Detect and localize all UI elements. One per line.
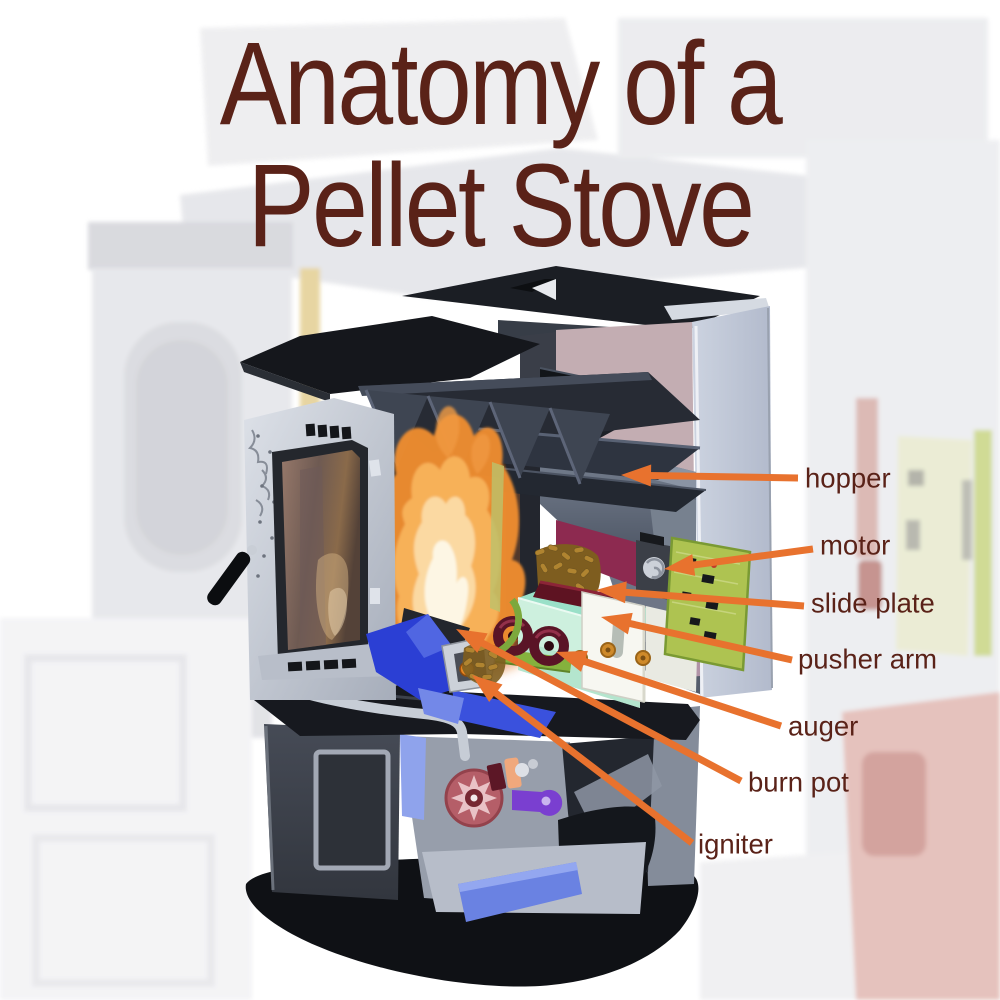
blue-panels — [366, 614, 556, 738]
part-label-hopper: hopper — [805, 462, 891, 494]
door-handle — [207, 551, 251, 606]
filigree-dots — [256, 434, 276, 578]
arrow-head-pusher-arm — [601, 612, 633, 635]
arrow-head-motor — [664, 554, 696, 576]
arrow-head-burn-pot — [456, 629, 488, 653]
part-label-slide-plate: slide plate — [811, 587, 935, 619]
part-label-motor: motor — [820, 529, 891, 561]
arrow-line-igniter — [485, 684, 695, 846]
vent-slot-row — [305, 423, 352, 440]
door-glass — [282, 450, 360, 650]
arrows-layer — [456, 464, 814, 846]
arrow-head-slide-plate — [596, 581, 627, 604]
handle-pivot — [247, 545, 257, 555]
page-title: Anatomy of a Pellet Stove — [75, 18, 925, 272]
motor-part — [636, 532, 670, 600]
arrow-head-igniter — [472, 675, 503, 702]
arrow-line-hopper — [640, 471, 799, 482]
arrow-head-auger — [556, 650, 588, 672]
arrow-line-pusher-arm — [619, 617, 793, 664]
part-label-burn-pot: burn pot — [748, 766, 849, 798]
title-line-2: Pellet Stove — [247, 139, 755, 272]
firebox-top — [240, 316, 540, 402]
feed-arm-green — [496, 597, 523, 656]
front-door-frame — [207, 398, 396, 700]
part-label-igniter: igniter — [698, 828, 773, 860]
part-label-auger: auger — [788, 710, 859, 742]
arrow-line-slide-plate — [615, 588, 805, 610]
blue-floor-bar — [458, 862, 582, 922]
purple-fitting — [512, 789, 563, 816]
arrow-line-motor — [683, 545, 814, 570]
arrow-line-auger — [573, 654, 783, 730]
sill-slots — [287, 658, 357, 672]
arrow-head-hopper — [621, 464, 652, 487]
arrow-line-burn-pot — [472, 635, 743, 785]
blower-fan — [444, 768, 504, 828]
title-line-1: Anatomy of a — [219, 18, 783, 150]
part-label-pusher-arm: pusher arm — [798, 643, 938, 675]
